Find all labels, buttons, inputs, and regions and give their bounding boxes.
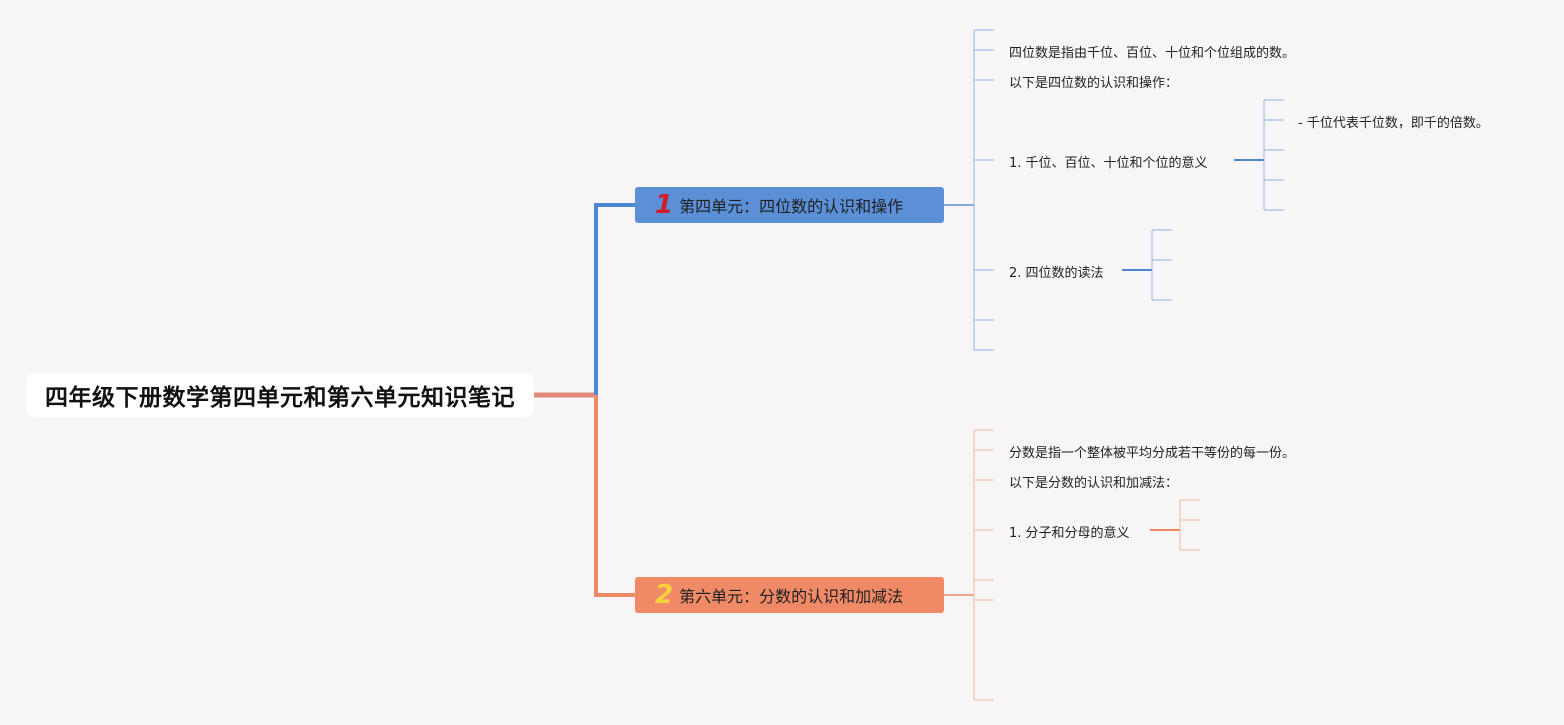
topic-title: 第六单元：分数的认识和加减法 — [679, 587, 904, 606]
root-node[interactable]: 四年级下册数学第四单元和第六单元知识笔记 — [26, 373, 534, 417]
topic-number-badge: 1 — [655, 190, 674, 220]
leaf-node[interactable]: 分数是指一个整体被平均分成若干等份的每一份。 — [1009, 446, 1296, 461]
leaf-node[interactable]: 四位数是指由千位、百位、十位和个位组成的数。 — [1009, 46, 1296, 61]
leaf-node[interactable]: - 千位代表千位数，即千的倍数。 — [1298, 116, 1489, 131]
topic-number-badge: 2 — [655, 580, 674, 610]
leaf-node[interactable]: 1. 分子和分母的意义 — [1009, 526, 1130, 541]
leaf-node[interactable]: 以下是分数的认识和加减法： — [1009, 476, 1179, 491]
topic-node-1[interactable]: 1 第四单元：四位数的认识和操作 — [635, 187, 944, 223]
connector-topic-1 — [594, 203, 635, 395]
leaf-node[interactable]: 以下是四位数的认识和操作： — [1009, 76, 1179, 91]
topic-title: 第四单元：四位数的认识和操作 — [679, 197, 904, 216]
topic-2-branches — [944, 429, 1200, 701]
topic-node-2[interactable]: 2 第六单元：分数的认识和加减法 — [635, 577, 944, 613]
leaf-node[interactable]: 1. 千位、百位、十位和个位的意义 — [1009, 156, 1208, 171]
connector-topic-2 — [594, 395, 635, 597]
root-title: 四年级下册数学第四单元和第六单元知识笔记 — [45, 385, 515, 411]
leaf-node[interactable]: 2. 四位数的读法 — [1009, 266, 1104, 281]
topic-1-branches — [944, 29, 1284, 351]
